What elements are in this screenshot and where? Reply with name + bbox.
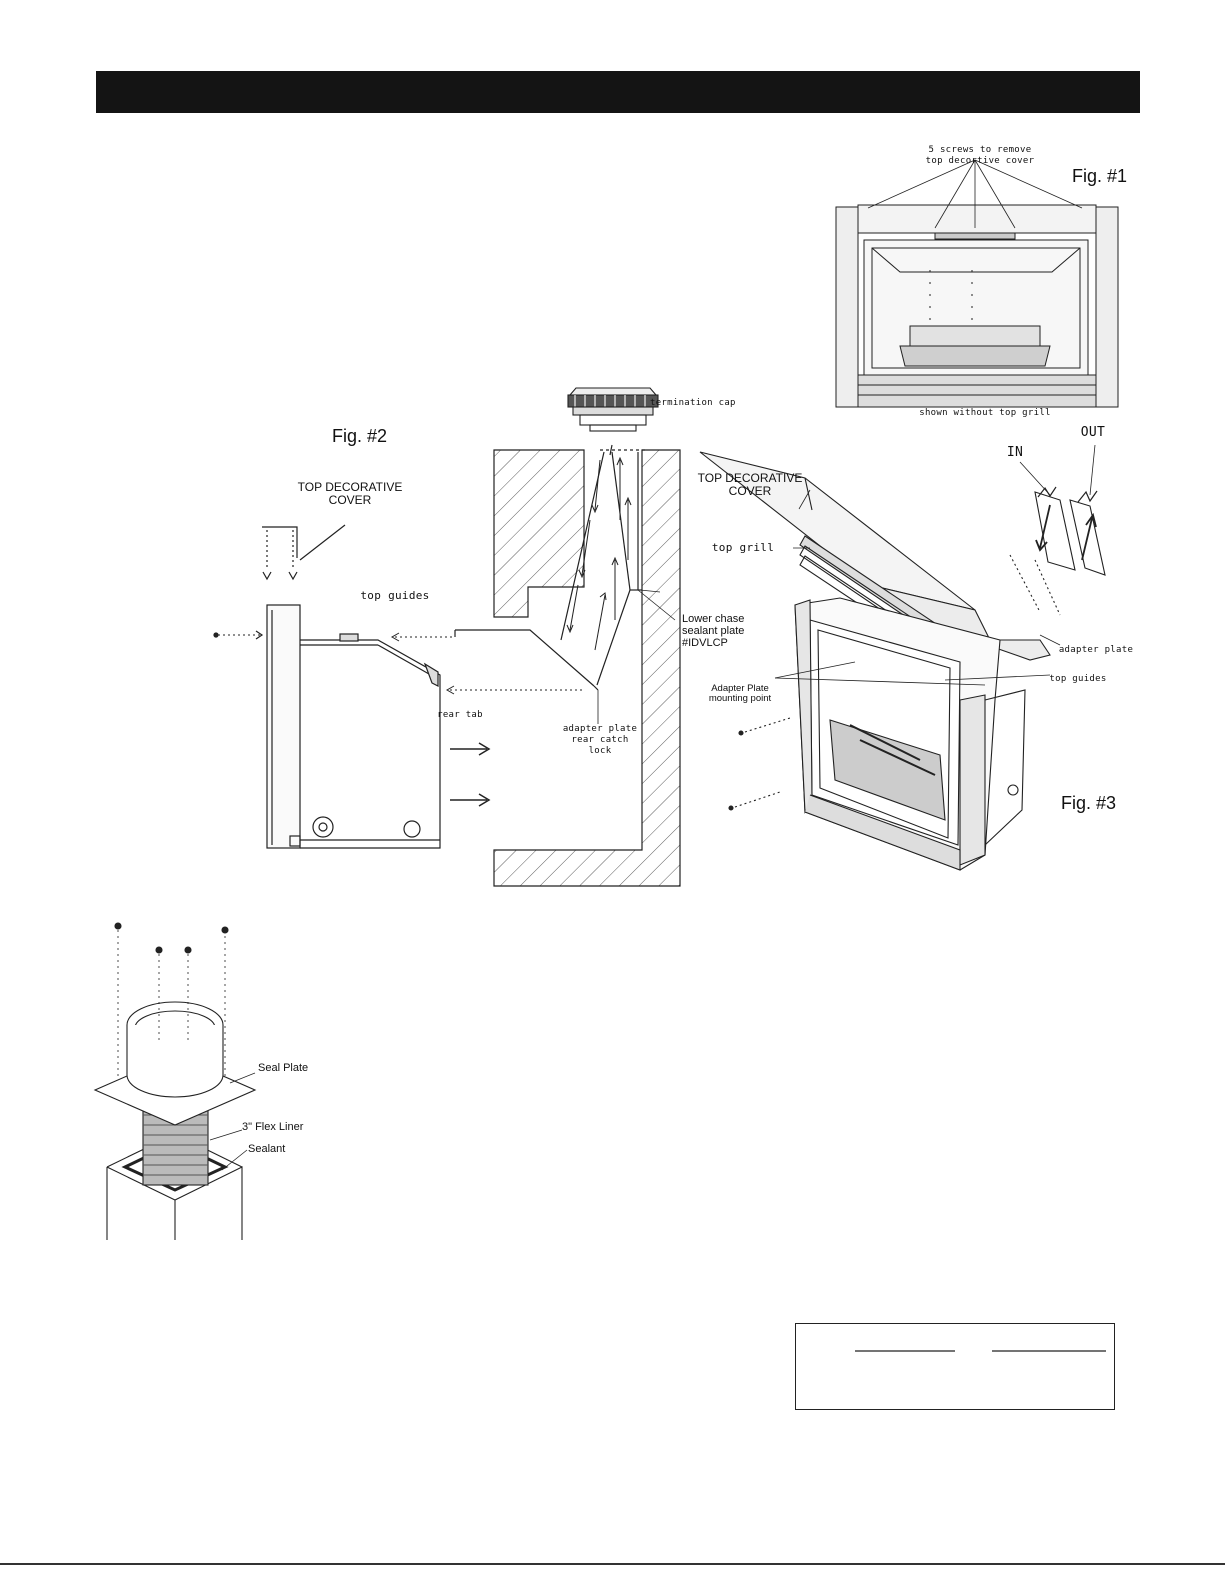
fig3-isometric-fireplace bbox=[597, 444, 1106, 871]
sealant-label: Sealant bbox=[248, 1143, 286, 1155]
termination-cap-label: termination cap bbox=[650, 398, 736, 408]
flex-liner-label: 3" Flex Liner bbox=[242, 1121, 304, 1133]
seal-plate-label: Seal Plate bbox=[258, 1062, 309, 1074]
fig3-mounting-point-label: Adapter Plate mounting point bbox=[708, 683, 772, 704]
fig2-top-cover-label: TOP DECORATIVE COVER bbox=[297, 480, 403, 507]
fig3-top-cover-label: TOP DECORATIVE COVER bbox=[697, 471, 803, 498]
termination-cap-drawing bbox=[567, 387, 659, 432]
blank-table-box bbox=[795, 1323, 1115, 1410]
fig1-screws-note: 5 screws to remove top decortive cover bbox=[925, 145, 1035, 166]
fig2-label: Fig. #2 bbox=[332, 426, 388, 446]
fig3-top-grill-label: top grill bbox=[711, 541, 775, 554]
fig3-top-guides-label: top guides bbox=[1049, 674, 1107, 684]
fig2-top-guides-label: top guides bbox=[360, 589, 430, 602]
fig3-in-label: IN bbox=[1006, 445, 1024, 460]
fig3-out-label: OUT bbox=[1080, 425, 1106, 440]
fig2-chase-plate-label: Lower chase sealant plate #IDVLCP bbox=[682, 613, 745, 649]
section-header-bar bbox=[96, 71, 1140, 113]
fig2-fireplace-side bbox=[213, 604, 585, 849]
fig1-caption: shown without top grill bbox=[919, 408, 1051, 418]
fig2-chase-section bbox=[454, 444, 681, 887]
fig2-adapter-lock-label: adapter plate rear catch lock bbox=[562, 724, 638, 756]
fig1-label: Fig. #1 bbox=[1072, 166, 1128, 186]
fig2-top-cover bbox=[262, 524, 346, 581]
fig2-rear-tab-label: rear tab bbox=[437, 710, 483, 720]
seal-plate-drawing bbox=[93, 922, 257, 1240]
page-bottom-rule bbox=[0, 1563, 1225, 1565]
fig3-adapter-plate-label: adapter plate bbox=[1058, 645, 1134, 655]
fig1-fireplace-front bbox=[835, 159, 1119, 408]
fig3-label: Fig. #3 bbox=[1061, 793, 1117, 813]
